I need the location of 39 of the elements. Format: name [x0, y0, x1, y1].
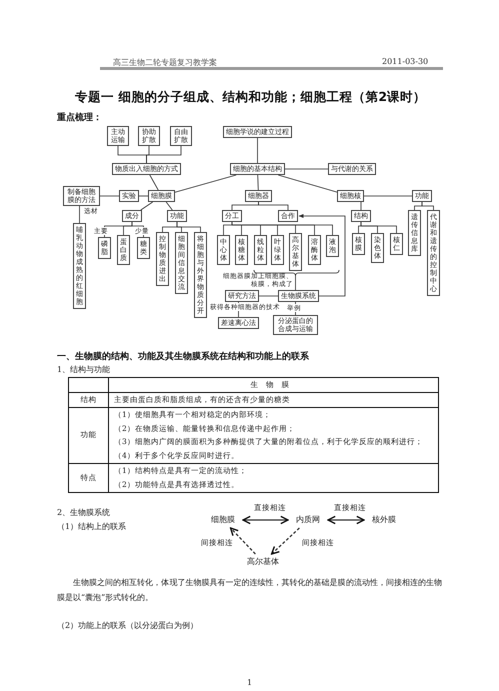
section-label: 重点梳理：: [57, 111, 102, 124]
connector-line: [174, 174, 237, 193]
page-title: 专题一 细胞的分子组成、结构和功能；细胞工程（第2课时）: [75, 89, 426, 104]
connector-line: [140, 202, 154, 210]
connector-line: [149, 174, 159, 190]
connector-line: [257, 138, 258, 164]
connector-line: [79, 206, 80, 224]
subheading: 2、生物膜系统: [57, 507, 110, 518]
connector-line: [166, 202, 173, 210]
connector-line: [360, 202, 362, 210]
subheading: （2）功能上的联系（以分泌蛋白为例）: [57, 620, 198, 631]
node-label: 核外膜: [372, 515, 396, 525]
connector-line: [278, 174, 338, 192]
arrow: [327, 516, 365, 524]
subheading: （1）结构上的联系: [57, 521, 126, 532]
connector-line: [223, 222, 232, 236]
arrow: [230, 527, 256, 554]
connector-line: [284, 168, 328, 170]
connector-line: [232, 222, 333, 236]
arrow: [270, 528, 300, 555]
connector-line: [258, 202, 288, 210]
date-text: 2011-03-30: [382, 57, 428, 66]
node-label: 内质网: [296, 515, 320, 525]
connector-line: [360, 222, 397, 234]
section-heading: 一、生物膜的结构、功能及其生物膜系统在结构和功能上的联系: [57, 350, 309, 363]
paragraph: 生物膜之间的相互转化，体现了生物膜具有一定的连续性，其转化的基础是膜的流动性，间接相连的生物膜是以“囊泡”形式转化的。: [57, 577, 442, 604]
connector-line: [257, 174, 259, 190]
connector-line: [232, 202, 259, 210]
connector-line: [295, 276, 296, 290]
connector-line: [176, 222, 201, 232]
page-number: 1: [247, 678, 252, 687]
node-label: 细胞膜: [211, 515, 235, 525]
running-header: 高三生物二轮专题复习教学案: [113, 57, 217, 68]
arrow: [298, 214, 346, 296]
connector-line: [422, 202, 434, 210]
node-label: 高尔基体: [247, 557, 279, 567]
arrow: [242, 516, 289, 524]
connector-line: [146, 146, 182, 164]
subheading: 1、结构与功能: [57, 364, 110, 375]
